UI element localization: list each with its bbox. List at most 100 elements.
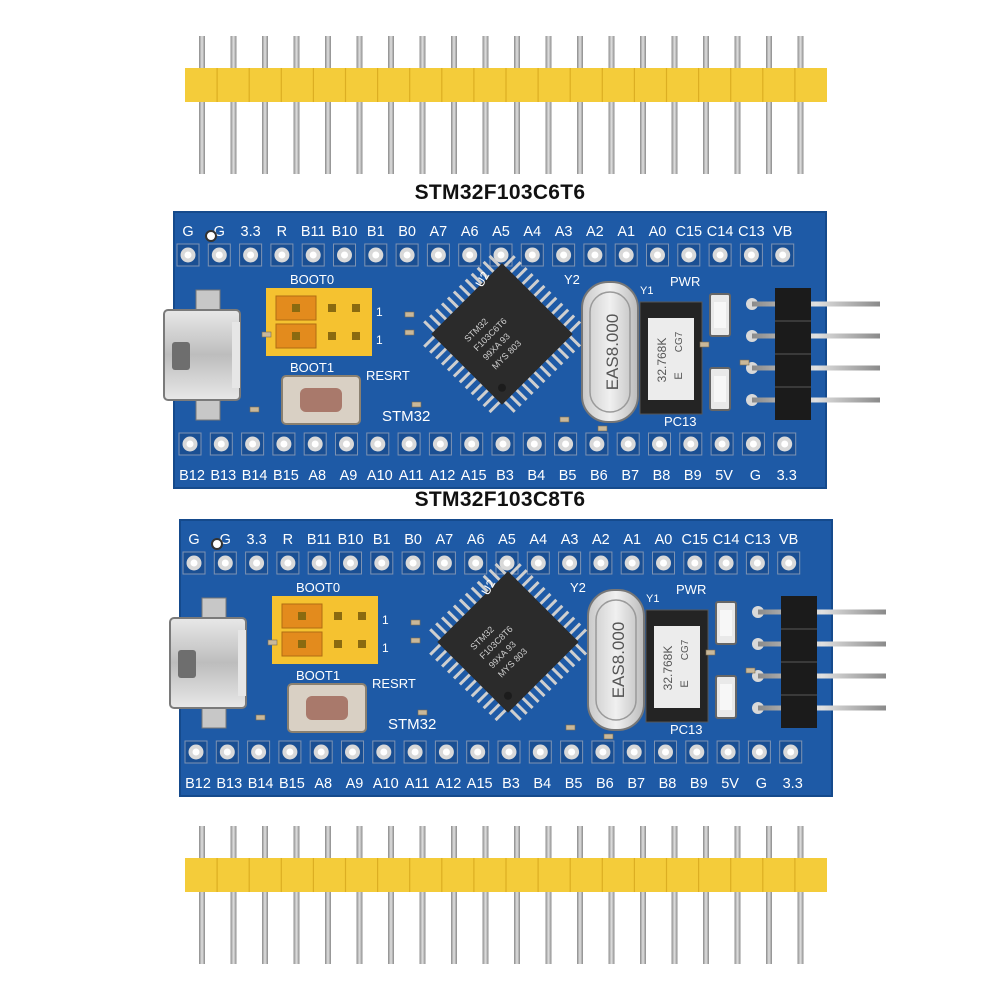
chip-lead	[545, 598, 558, 611]
chip-lead	[446, 661, 459, 674]
chip-lead	[429, 341, 442, 354]
chip-lead	[476, 266, 489, 279]
header-pin	[262, 826, 268, 964]
top-pin-label: A4	[523, 224, 541, 240]
y1-label: Y1	[640, 285, 653, 297]
swd-pin	[752, 397, 880, 403]
chip-lead	[452, 667, 465, 680]
smd-component	[404, 311, 415, 318]
pin-hole	[440, 559, 448, 567]
jumper-pin	[292, 304, 300, 312]
header-pin	[419, 826, 426, 964]
pin-header-top	[185, 36, 827, 174]
chip-lead	[551, 604, 564, 617]
pc13-label: PC13	[670, 722, 703, 737]
y1-label: Y1	[646, 593, 659, 605]
bottom-pin-label: B14	[242, 468, 268, 484]
header-pin	[325, 826, 331, 964]
pin-hole	[749, 440, 757, 448]
chip-lead	[446, 296, 459, 309]
pin-hole	[628, 559, 636, 567]
pin-hole	[622, 251, 630, 259]
jumper-pin	[352, 304, 360, 312]
top-pin-label: VB	[779, 532, 798, 548]
bottom-pin-label: A11	[399, 468, 424, 484]
boot1-label: BOOT1	[290, 360, 334, 375]
chip-lead	[521, 696, 534, 709]
swd-pin	[758, 641, 886, 647]
jumper-pin	[298, 612, 306, 620]
bottom-pin-label: B5	[559, 468, 577, 484]
bottom-pin-label: A10	[367, 468, 393, 484]
bottom-pin-label: B5	[565, 776, 583, 792]
chip-lead	[464, 377, 477, 390]
reset-button-cap	[300, 388, 342, 412]
usb-pins	[232, 322, 240, 388]
pin-hole	[560, 251, 568, 259]
chip-lead	[503, 400, 516, 413]
chip-lead	[527, 278, 540, 291]
chip-lead	[503, 255, 516, 268]
brand-label: STM32	[382, 408, 430, 425]
bottom-pin-label: B6	[590, 468, 608, 484]
top-pin-label: A2	[592, 532, 610, 548]
header-pin	[199, 36, 205, 174]
pin-hole	[591, 251, 599, 259]
top-pin-label: C13	[738, 224, 765, 240]
brand-label: STM32	[388, 716, 436, 733]
top-pin-label: B1	[373, 532, 391, 548]
header-pin	[766, 826, 772, 964]
jumper-pin	[328, 304, 336, 312]
smd-component	[705, 649, 716, 656]
chip-lead	[464, 592, 477, 605]
top-pin-label: A0	[655, 532, 673, 548]
pin-hole	[280, 440, 288, 448]
chip-lead	[494, 562, 507, 575]
smd-component	[597, 425, 608, 432]
chip-lead	[563, 616, 576, 629]
chip-lead	[533, 685, 546, 698]
chip-lead	[521, 383, 534, 396]
bottom-pin-label: B15	[273, 468, 299, 484]
chip-lead	[521, 272, 534, 285]
usb-port-opening	[178, 650, 196, 678]
top-pin-label: G	[188, 532, 199, 548]
smd-component	[261, 331, 272, 338]
bottom-pin-label: B15	[279, 776, 305, 792]
smd-component	[410, 619, 421, 626]
top-pin-label: B0	[398, 224, 416, 240]
pin-hole	[374, 440, 382, 448]
header-pin	[451, 826, 457, 964]
top-pin-label: 3.3	[247, 532, 267, 548]
pin-hole	[528, 251, 536, 259]
top-pin-label: A7	[436, 532, 454, 548]
bottom-pin-label: B9	[690, 776, 708, 792]
pin-hole	[343, 440, 350, 448]
top-pin-label: C14	[707, 224, 734, 240]
bottom-pin-label: B8	[659, 776, 677, 792]
pin-hole	[654, 251, 661, 259]
chip-lead	[563, 655, 576, 668]
bottom-pin-label: B6	[596, 776, 614, 792]
chip-lead	[440, 302, 453, 315]
bottom-pin-label: 5V	[721, 776, 739, 792]
pin-hole	[691, 559, 699, 567]
header-pin	[388, 826, 394, 964]
pin-hole	[568, 748, 576, 756]
top-pin-label: A5	[492, 224, 510, 240]
chip-lead	[569, 320, 582, 333]
pin-hole	[380, 748, 388, 756]
chip-lead	[429, 314, 442, 327]
boot0-label: BOOT0	[290, 272, 334, 287]
header-pin	[797, 826, 804, 964]
smd-component	[410, 637, 421, 644]
bottom-pin-label: B3	[502, 776, 520, 792]
pin-hole	[286, 748, 294, 756]
pin-hole	[787, 748, 795, 756]
pin-hole	[753, 559, 761, 567]
pin-hole	[184, 251, 192, 259]
chip-lead	[539, 365, 552, 378]
jumper-label: 1	[382, 613, 389, 627]
y2-label: Y2	[564, 272, 580, 287]
